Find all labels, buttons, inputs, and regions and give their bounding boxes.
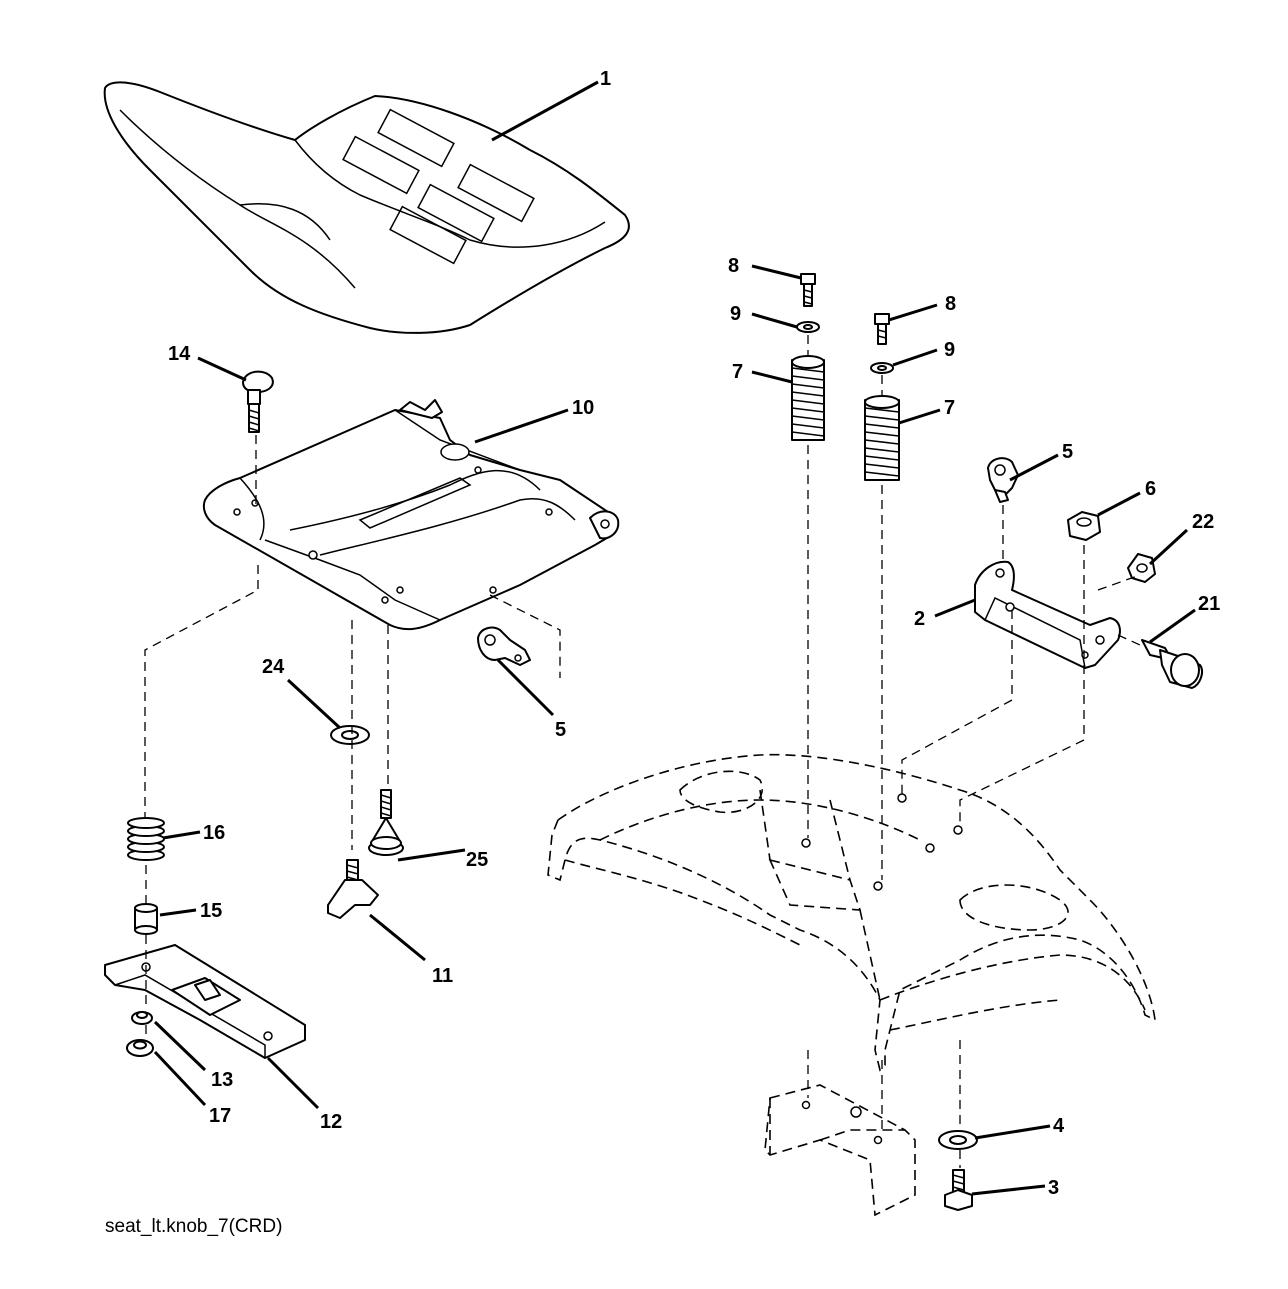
callout-1: 1: [600, 68, 611, 90]
bolt-3: [944, 1169, 973, 1211]
assembly-lines: [144, 335, 1141, 1168]
callout-25: 25: [466, 849, 488, 871]
spring-16: [127, 817, 165, 861]
washer-9-right: [870, 362, 894, 374]
slide-plate: [104, 944, 306, 1059]
callout-3: 3: [1048, 1177, 1059, 1199]
callout-5-left: 5: [555, 719, 566, 741]
diagram-caption: seat_lt.knob_7(CRD): [105, 1216, 282, 1237]
knob: [327, 859, 379, 919]
bolt-8-left: [800, 273, 816, 307]
callout-4: 4: [1053, 1115, 1065, 1137]
callout-12: 12: [320, 1111, 342, 1133]
callout-10: 10: [572, 397, 594, 419]
callout-16: 16: [203, 822, 225, 844]
callout-8-left: 8: [728, 255, 739, 277]
seat-pan: [202, 399, 620, 631]
flange-nut-17: [126, 1039, 154, 1057]
callout-9-right: 9: [944, 339, 955, 361]
callout-9-left: 9: [730, 303, 741, 325]
callout-24: 24: [262, 656, 285, 678]
leader-lines: [153, 80, 1196, 1196]
callout-7-left: 7: [732, 361, 743, 383]
spacer: [134, 903, 158, 935]
washer-24: [330, 725, 370, 745]
washer-9-left: [796, 321, 820, 333]
callout-13: 13: [211, 1069, 233, 1091]
callout-5-right: 5: [1062, 441, 1073, 463]
spring-7-right: [864, 395, 900, 481]
callout-22: 22: [1192, 511, 1214, 533]
callout-8-right: 8: [945, 293, 956, 315]
fender-frame: [547, 753, 1156, 1072]
nut-6: [1067, 511, 1101, 541]
callout-6: 6: [1145, 478, 1156, 500]
spring-7-left: [791, 355, 825, 441]
shoulder-bolt-21: [1141, 639, 1203, 689]
washer-4: [938, 1130, 978, 1150]
callout-7-right: 7: [944, 397, 955, 419]
bolt-8-right: [874, 313, 890, 345]
callout-21: 21: [1198, 593, 1220, 615]
callout-2: 2: [914, 608, 925, 630]
callout-14: 14: [168, 343, 191, 365]
clip-right: [987, 457, 1019, 503]
callout-labels: 1 2 3 4 5 5 6 7 7 8 8 9 9 10 11 12 13 14…: [168, 68, 1220, 1199]
shoulder-bolt: [368, 789, 404, 856]
clip-left: [477, 626, 531, 666]
nut-13: [131, 1011, 153, 1025]
seat: [103, 81, 630, 334]
callout-11: 11: [432, 965, 453, 987]
callout-17: 17: [209, 1105, 231, 1127]
lower-bracket: [764, 1084, 916, 1217]
bracket-2: [974, 560, 1121, 669]
callout-15: 15: [200, 900, 222, 922]
carriage-bolt: [242, 370, 274, 433]
